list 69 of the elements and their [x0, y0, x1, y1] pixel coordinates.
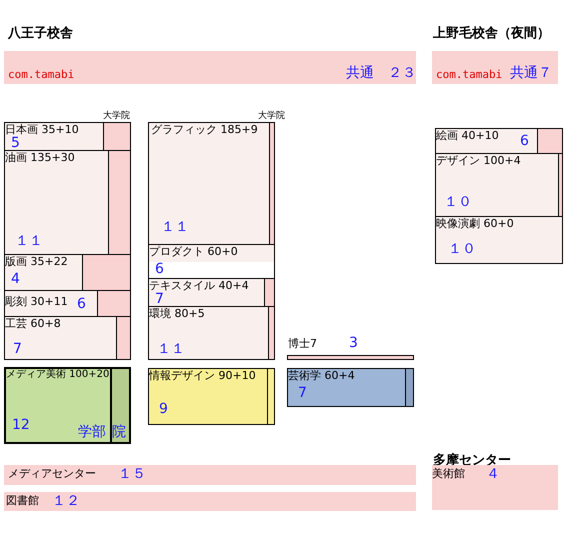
count-label: 12	[12, 417, 30, 434]
department-box	[435, 216, 563, 264]
count-label: 院	[112, 424, 126, 441]
department-box	[4, 316, 131, 360]
facility-band	[4, 465, 416, 485]
graduate-label: 大学院	[103, 110, 130, 122]
department-name: 日本画 35+10	[5, 123, 79, 136]
department-name: 図書館	[6, 494, 39, 508]
department-name: メディア美術 100+20	[6, 369, 110, 381]
course-code: com.tamabi	[8, 68, 74, 82]
count-label: １１	[15, 233, 43, 250]
count-label: １５	[118, 466, 146, 483]
department-name: 工芸 60+8	[5, 317, 61, 330]
count-label: ４	[486, 466, 500, 483]
department-box	[287, 368, 414, 407]
department-name: 美術館	[432, 467, 465, 480]
count-label: 共通 ２３	[346, 65, 416, 82]
facility-band	[4, 51, 416, 84]
department-name: テキスタイル 40+4	[149, 279, 249, 292]
count-label: 7	[13, 341, 22, 358]
campus-heading: 上野毛校舎（夜間）	[433, 24, 550, 42]
department-box	[435, 153, 563, 217]
department-name: 博士7	[288, 337, 317, 350]
department-box	[435, 128, 563, 154]
department-name: 絵画 40+10	[436, 129, 499, 142]
count-label: 学部	[78, 424, 106, 441]
department-box	[148, 368, 275, 425]
department-box	[148, 122, 275, 245]
department-name: 版画 35+22	[5, 255, 68, 268]
department-name: メディアセンター	[8, 467, 96, 480]
department-name: プロダクト 60+0	[149, 245, 238, 258]
facility-band	[432, 51, 558, 84]
department-name: 映像演劇 60+0	[436, 217, 514, 230]
department-box	[4, 122, 131, 151]
department-name: グラフィック 185+9	[151, 123, 258, 136]
department-name: 環境 80+5	[149, 307, 205, 320]
department-name: 彫刻 30+11	[5, 295, 68, 308]
department-box	[148, 306, 275, 360]
department-name: 油画 135+30	[5, 151, 75, 164]
department-name: 情報デザイン 90+10	[149, 369, 256, 382]
count-label: 4	[11, 271, 20, 288]
department-box	[4, 367, 131, 444]
count-label: １１	[161, 219, 189, 236]
course-code: com.tamabi	[436, 68, 502, 82]
campus-heading: 八王子校舎	[8, 25, 73, 42]
count-label: 7	[298, 385, 307, 402]
department-name: デザイン 100+4	[436, 154, 521, 168]
count-label: 6	[155, 261, 164, 278]
count-label: 3	[349, 335, 358, 352]
graduate-label: 大学院	[258, 110, 285, 122]
count-label: 6	[520, 133, 529, 150]
count-label: 7	[155, 291, 164, 308]
department-box	[4, 150, 131, 255]
count-label: １０	[444, 194, 472, 211]
department-box	[4, 290, 131, 317]
count-label: 6	[77, 296, 86, 313]
count-label: 5	[11, 135, 20, 152]
department-box	[148, 278, 275, 307]
doctoral-course	[287, 337, 414, 360]
department-name: 芸術学 60+4	[288, 369, 355, 382]
facility-band	[4, 492, 416, 511]
department-box	[4, 254, 131, 291]
count-label: １０	[448, 241, 476, 258]
count-label: 共通７	[510, 65, 552, 82]
facility-band	[432, 465, 558, 510]
count-label: １１	[157, 341, 185, 358]
count-label: １２	[52, 493, 80, 510]
department-box	[148, 244, 275, 279]
count-label: 9	[159, 401, 168, 418]
